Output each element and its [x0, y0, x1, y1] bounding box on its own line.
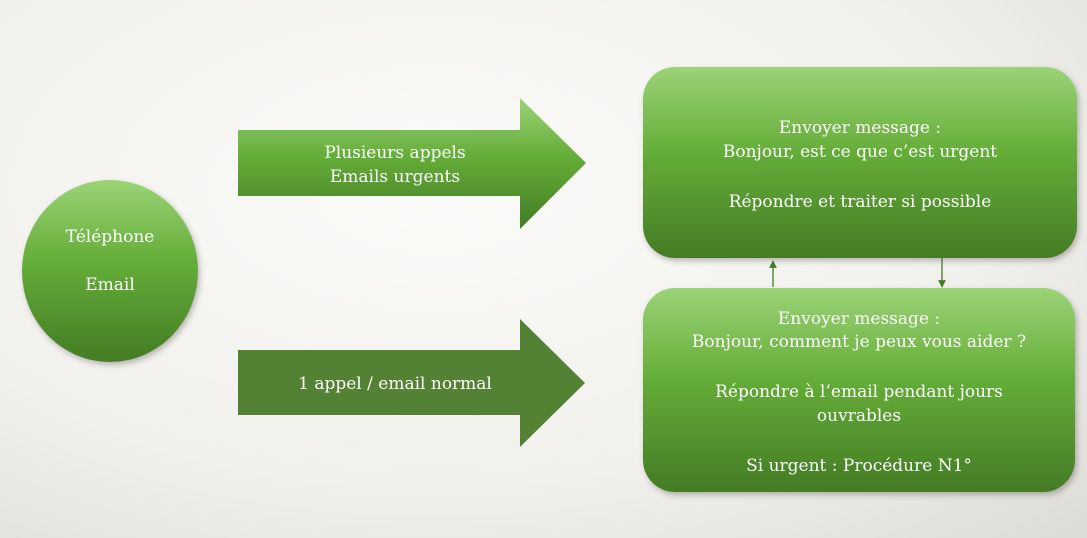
arrow-urgent-label-1: Plusieurs appels [324, 143, 465, 163]
arrow-normal: 1 appel / email normal [238, 319, 585, 447]
box-normal-line-1: Envoyer message : [778, 309, 940, 329]
box-normal: Envoyer message : Bonjour, comment je pe… [643, 288, 1075, 492]
source-label-phone: Téléphone [66, 227, 155, 247]
box-normal-line-5: Si urgent : Procédure N1° [746, 456, 972, 476]
arrow-urgent-label-2: Emails urgents [330, 167, 460, 187]
box-urgent: Envoyer message : Bonjour, est ce que c’… [643, 67, 1077, 258]
arrow-urgent: Plusieurs appels Emails urgents [238, 98, 586, 229]
box-normal-line-4: ouvrables [817, 406, 901, 426]
box-urgent-line-1: Envoyer message : [779, 118, 941, 138]
source-label-email: Email [85, 275, 135, 295]
box-urgent-line-3: Répondre et traiter si possible [729, 192, 992, 212]
source-ellipse: Téléphone Email [22, 180, 198, 362]
box-urgent-line-2: Bonjour, est ce que c’est urgent [723, 142, 997, 162]
arrow-normal-label: 1 appel / email normal [298, 374, 492, 394]
box-normal-line-3: Répondre à l’email pendant jours [715, 382, 1003, 402]
box-normal-line-2: Bonjour, comment je peux vous aider ? [692, 332, 1026, 352]
